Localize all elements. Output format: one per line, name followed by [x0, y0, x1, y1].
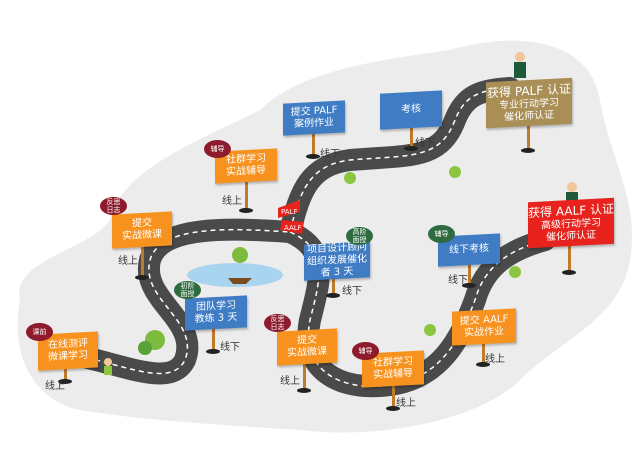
roadmap-sign-s13: 获得 AALF 认证高级行动学习催化师认证: [528, 197, 614, 249]
sign-post: [476, 344, 490, 367]
roadmap-sign-s9: 提交实战微课: [277, 328, 337, 366]
sign-post: [58, 369, 72, 384]
sign-post: [404, 128, 418, 151]
sign-tag: 初阶面授: [174, 281, 201, 299]
sign-text: 实战作业: [464, 325, 504, 340]
sign-text: 实战辅导: [373, 367, 413, 382]
sign-post: [239, 182, 253, 213]
sign-tag: 课前: [26, 323, 53, 341]
sign-post: [206, 329, 220, 354]
delivery-mode-label: 线上: [45, 381, 65, 392]
pond: [187, 263, 283, 287]
delivery-mode-label: 线上: [396, 398, 416, 409]
sign-tag: 辅导: [352, 342, 379, 360]
delivery-mode-label: 线上: [222, 196, 242, 207]
fork-palf: PALF: [281, 208, 298, 216]
sign-tag: 反思日志: [100, 197, 127, 215]
delivery-mode-label: 线下: [220, 342, 240, 353]
sign-tag: 高阶面授: [346, 227, 373, 245]
fork-sign-lower: [280, 220, 304, 234]
sign-post: [306, 134, 320, 159]
sign-text: 教练 3 天: [194, 311, 238, 326]
delivery-mode-label: 线上: [280, 376, 300, 387]
roadmap-sign-s8: 项目设计顾问组织发展催化者 3 天: [304, 241, 370, 281]
delivery-mode-label: 线下: [320, 149, 340, 160]
delivery-mode-label: 线下: [342, 286, 362, 297]
person-icon: [104, 52, 578, 375]
sign-text: 微课学习: [48, 349, 88, 364]
sign-text: 实战微课: [122, 228, 162, 243]
sign-post: [135, 247, 149, 280]
tree-icon: [138, 166, 521, 355]
roadmap-sign-s4: 团队学习教练 3 天: [185, 295, 247, 331]
sign-post: [462, 265, 476, 288]
boat-icon: [228, 278, 252, 284]
sign-tag: 反思日志: [264, 314, 291, 332]
delivery-mode-label: 线下: [448, 275, 468, 286]
sign-tag: 辅导: [204, 140, 231, 158]
fork-sign: [278, 200, 300, 218]
delivery-mode-label: 线上: [485, 354, 505, 365]
sign-text: 线下考核: [449, 242, 489, 257]
roadmap-sign-s2: 提交实战微课: [112, 211, 172, 249]
sign-post: [297, 364, 311, 393]
sign-post: [562, 246, 576, 275]
sign-text: 实战微课: [287, 345, 327, 360]
sign-post: [326, 279, 340, 298]
sign-text: 考核: [401, 103, 421, 116]
fork-aalf: AALF: [284, 224, 302, 232]
roadmap-sign-s7: 获得 PALF 认证专业行动学习催化师认证: [486, 77, 572, 129]
sign-text: 案例作业: [294, 116, 334, 131]
delivery-mode-label: 线上: [118, 256, 138, 267]
sign-tag: 辅导: [428, 225, 455, 243]
sign-text: 实战辅导: [226, 164, 266, 179]
delivery-mode-label: 线下: [415, 138, 435, 149]
sign-post: [386, 386, 400, 411]
sign-post: [521, 126, 535, 153]
roadmap-sign-s6: 考核: [380, 90, 442, 130]
